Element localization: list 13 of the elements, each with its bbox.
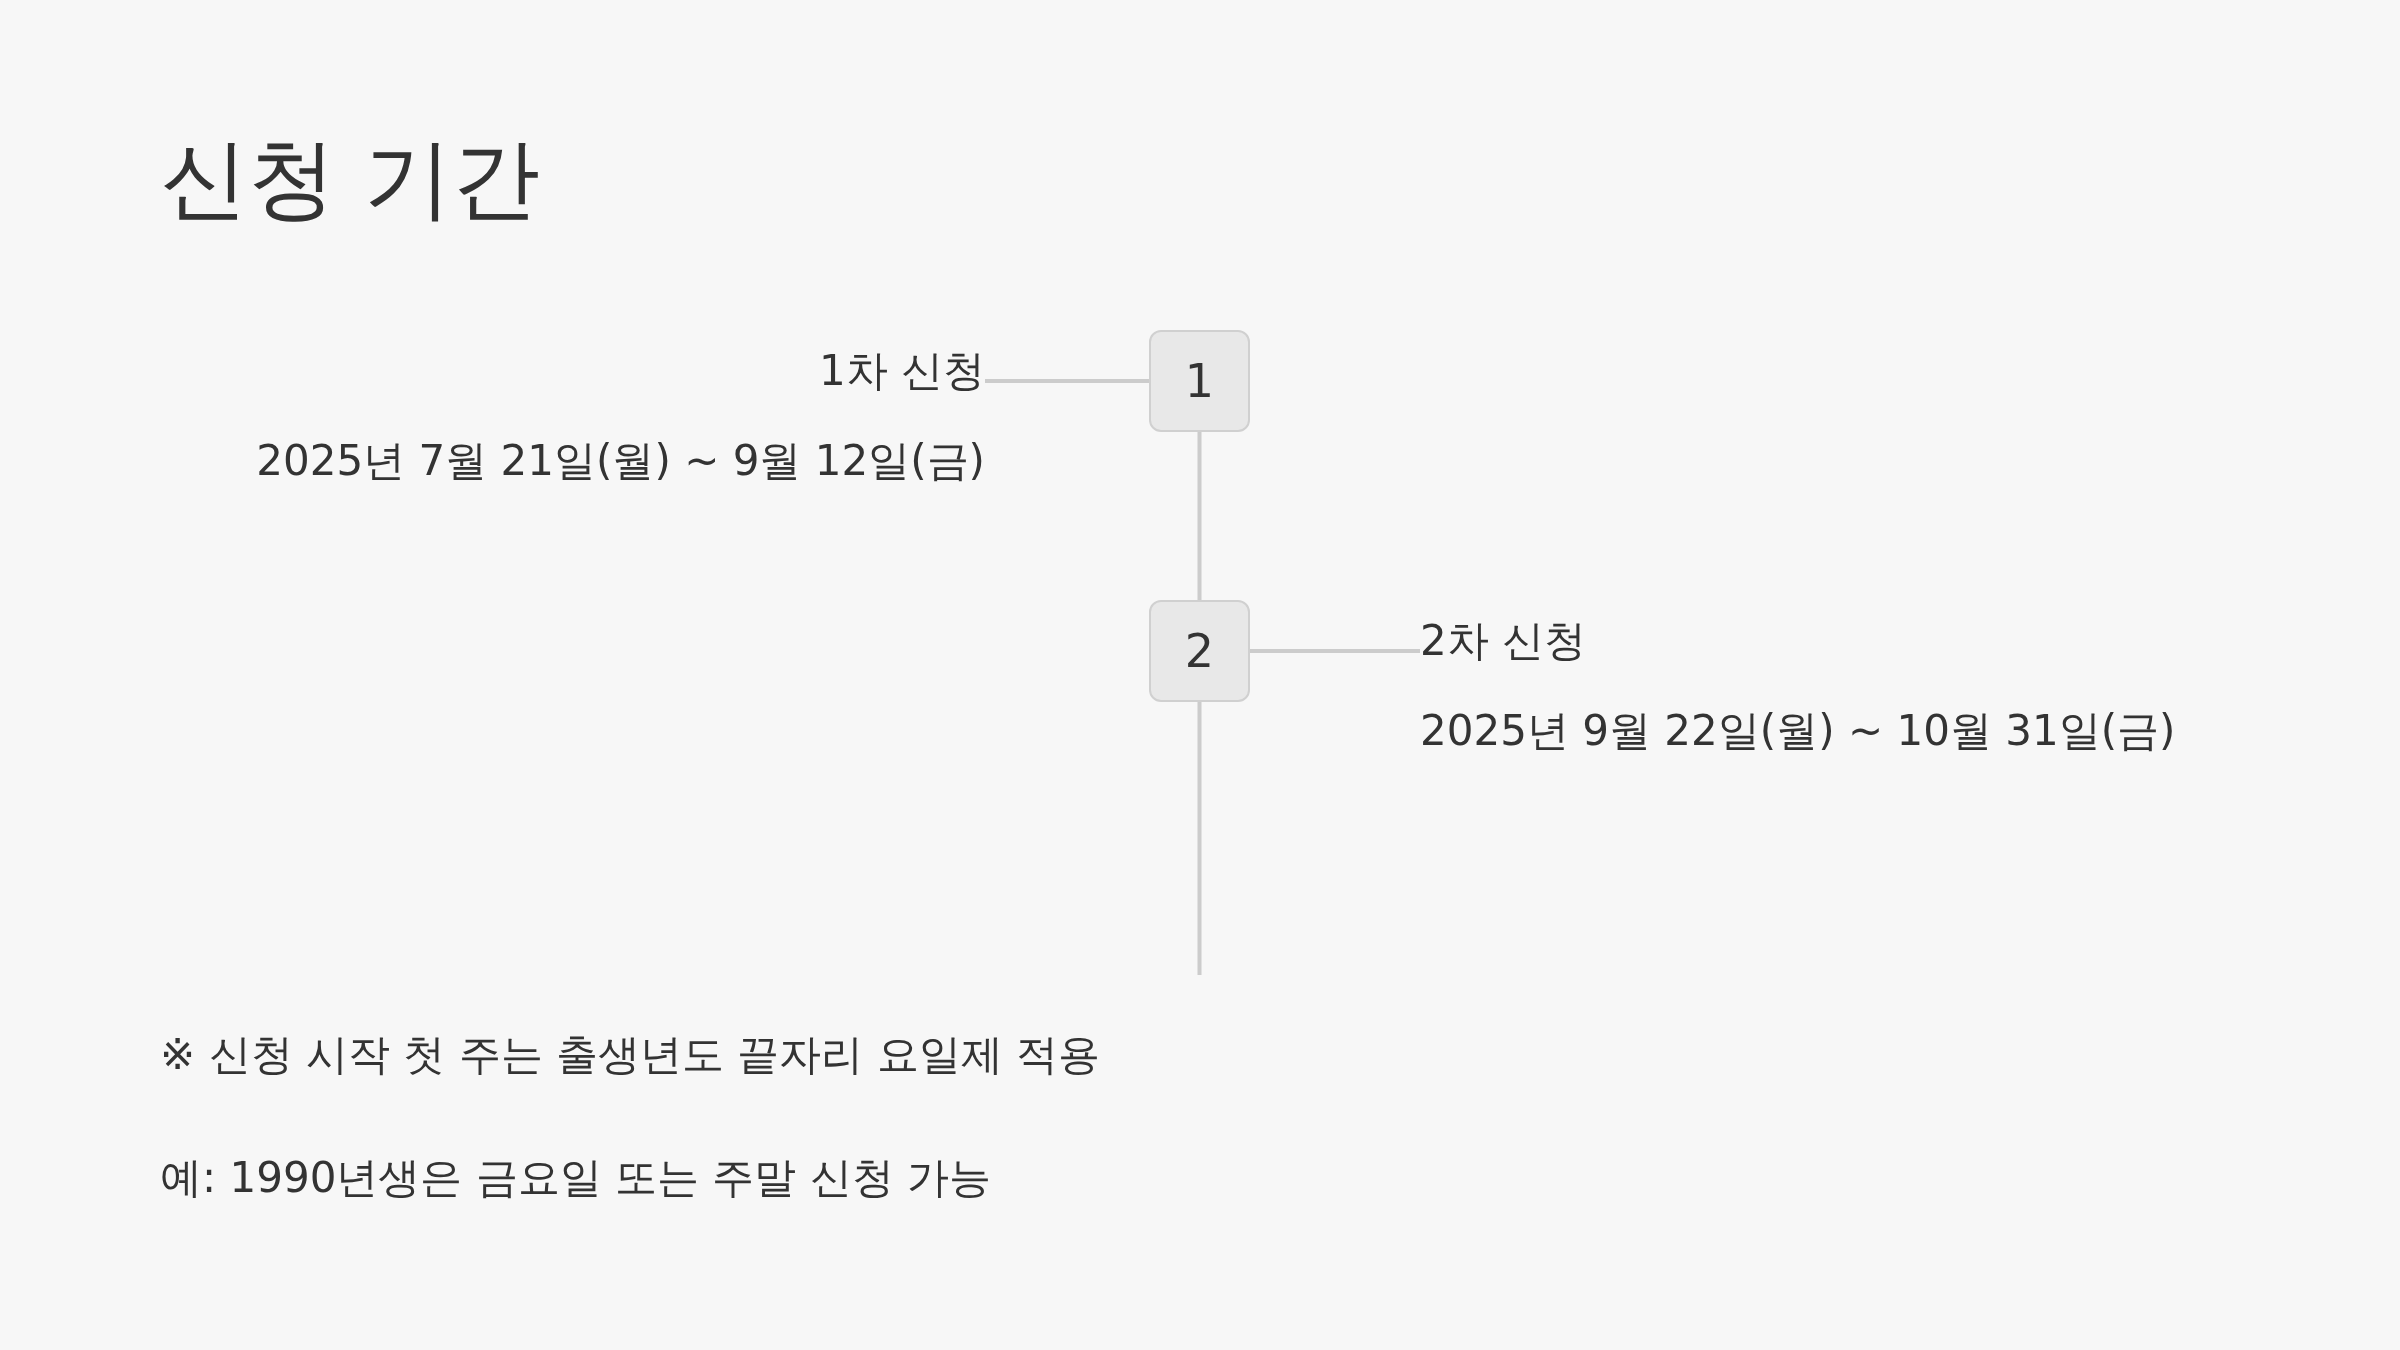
timeline-line bbox=[1250, 649, 1420, 653]
date-range: 2025년 9월 22일(월) ~ 10월 31일(금) bbox=[1420, 706, 2176, 757]
note-text: ※ 신청 시작 첫 주는 출생년도 끝자리 요일제 적용 bbox=[160, 1030, 1100, 1081]
step-number-box: 2 bbox=[1149, 600, 1250, 702]
timeline-line bbox=[1197, 702, 1202, 975]
step-number-box: 1 bbox=[1149, 330, 1250, 432]
date-range: 2025년 7월 21일(월) ~ 9월 12일(금) bbox=[256, 436, 985, 487]
page-title: 신청 기간 bbox=[160, 126, 540, 232]
step-title: 1차 신청 bbox=[818, 346, 985, 397]
note-text: 예: 1990년생은 금요일 또는 주말 신청 가능 bbox=[160, 1153, 992, 1204]
timeline-line bbox=[1197, 432, 1202, 600]
step-title: 2차 신청 bbox=[1420, 616, 1587, 667]
timeline-line bbox=[985, 379, 1149, 383]
